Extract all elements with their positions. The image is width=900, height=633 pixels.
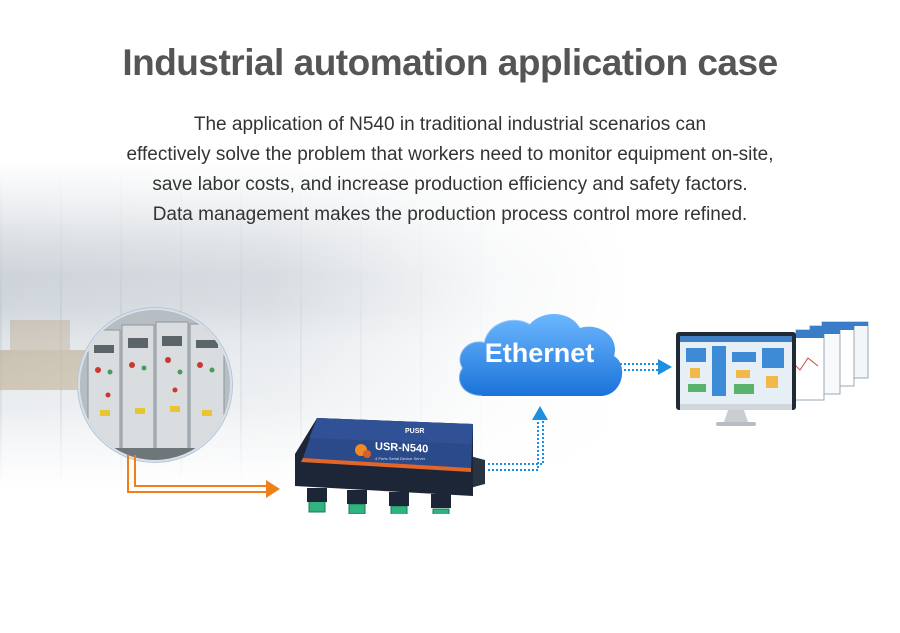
device-brand-label: PUSR	[405, 428, 425, 435]
description: The application of N540 in traditional i…	[0, 110, 900, 230]
orange-arrow-head	[266, 480, 280, 498]
blue-arrow-up-head	[532, 406, 548, 420]
monitoring-screens	[672, 318, 872, 430]
description-line: save labor costs, and increase productio…	[152, 174, 748, 195]
page-title: Industrial automation application case	[122, 42, 778, 83]
description-line: The application of N540 in traditional i…	[193, 114, 707, 135]
blue-arrow-right-head	[658, 359, 672, 375]
blue-arrow-up	[488, 418, 544, 471]
description-line: Data management makes the production pro…	[152, 204, 748, 225]
orange-arrow	[127, 455, 268, 493]
cloud-label: Ethernet	[484, 338, 595, 368]
ethernet-cloud	[452, 308, 623, 398]
description-line: effectively solve the problem that worke…	[126, 144, 774, 165]
usr-n540-device: PUSR USR-N540 4 Ports Serial Device Serv…	[295, 414, 485, 514]
electrical-cabinet-image	[78, 308, 232, 462]
device-subtitle-label: 4 Ports Serial Device Server	[375, 456, 426, 461]
